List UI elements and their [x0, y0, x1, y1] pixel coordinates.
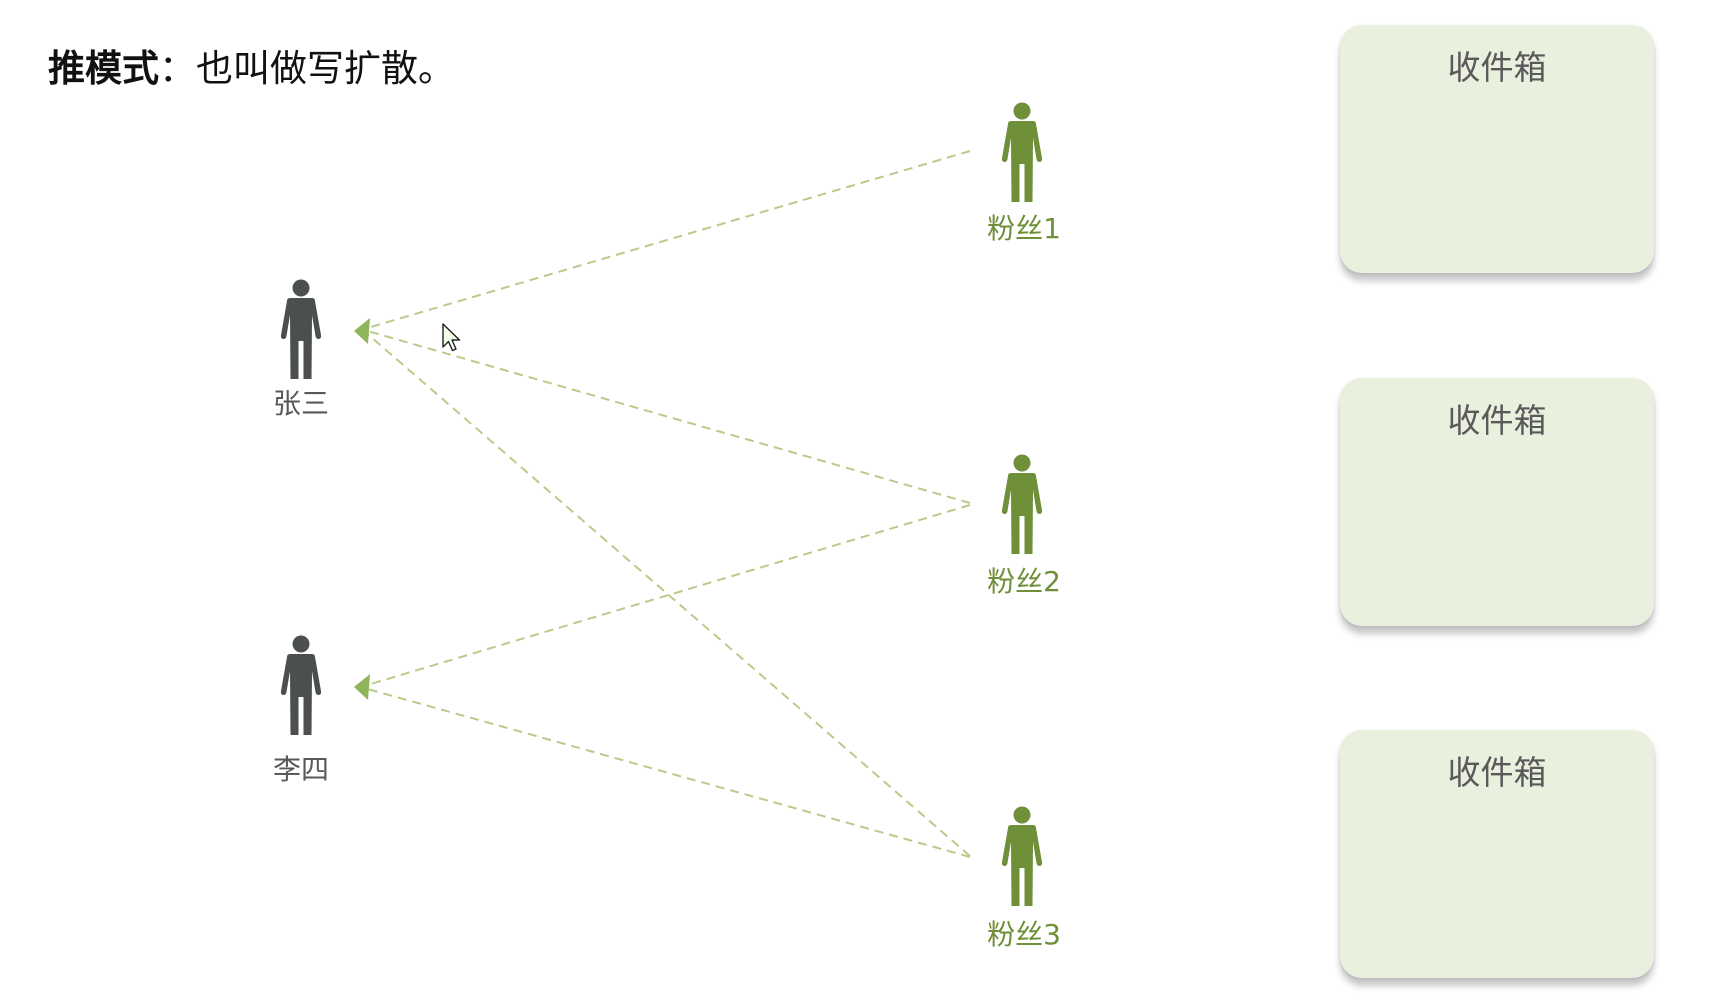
person-icon: [1001, 806, 1043, 906]
inbox-box-1: 收件箱: [1340, 25, 1654, 273]
inbox-label: 收件箱: [1447, 48, 1547, 87]
title-bold: 推模式: [48, 47, 159, 90]
author-label-lisi: 李四: [272, 753, 329, 786]
edge-fan2-to-zhangsan: [363, 329, 971, 504]
arrowhead-lisi: [354, 674, 370, 700]
fan-label-2: 粉丝2: [987, 565, 1061, 598]
edge-fan2-to-lisi: [363, 504, 971, 687]
page-title: 推模式：也叫做写扩散。: [48, 38, 455, 92]
mouse-pointer-icon: [442, 323, 461, 352]
fan-label-1: 粉丝1: [987, 212, 1061, 245]
person-icon: [1001, 454, 1043, 554]
edge-fan1-to-zhangsan: [363, 150, 971, 330]
inbox-label: 收件箱: [1447, 401, 1547, 440]
inbox-label: 收件箱: [1447, 753, 1547, 792]
author-label-zhangsan: 张三: [272, 387, 329, 420]
person-icon: [280, 635, 322, 735]
edge-fan3-to-lisi: [363, 687, 971, 858]
inbox-box-3: 收件箱: [1340, 730, 1654, 978]
person-icon: [1001, 102, 1043, 202]
edges-group: [363, 150, 971, 858]
edge-fan3-to-zhangsan: [363, 330, 971, 857]
person-icon: [280, 279, 322, 379]
fan-label-3: 粉丝3: [987, 918, 1061, 951]
title-rest: ：也叫做写扩散。: [159, 47, 455, 90]
arrowhead-zhangsan: [354, 318, 370, 344]
inbox-box-2: 收件箱: [1340, 378, 1654, 626]
